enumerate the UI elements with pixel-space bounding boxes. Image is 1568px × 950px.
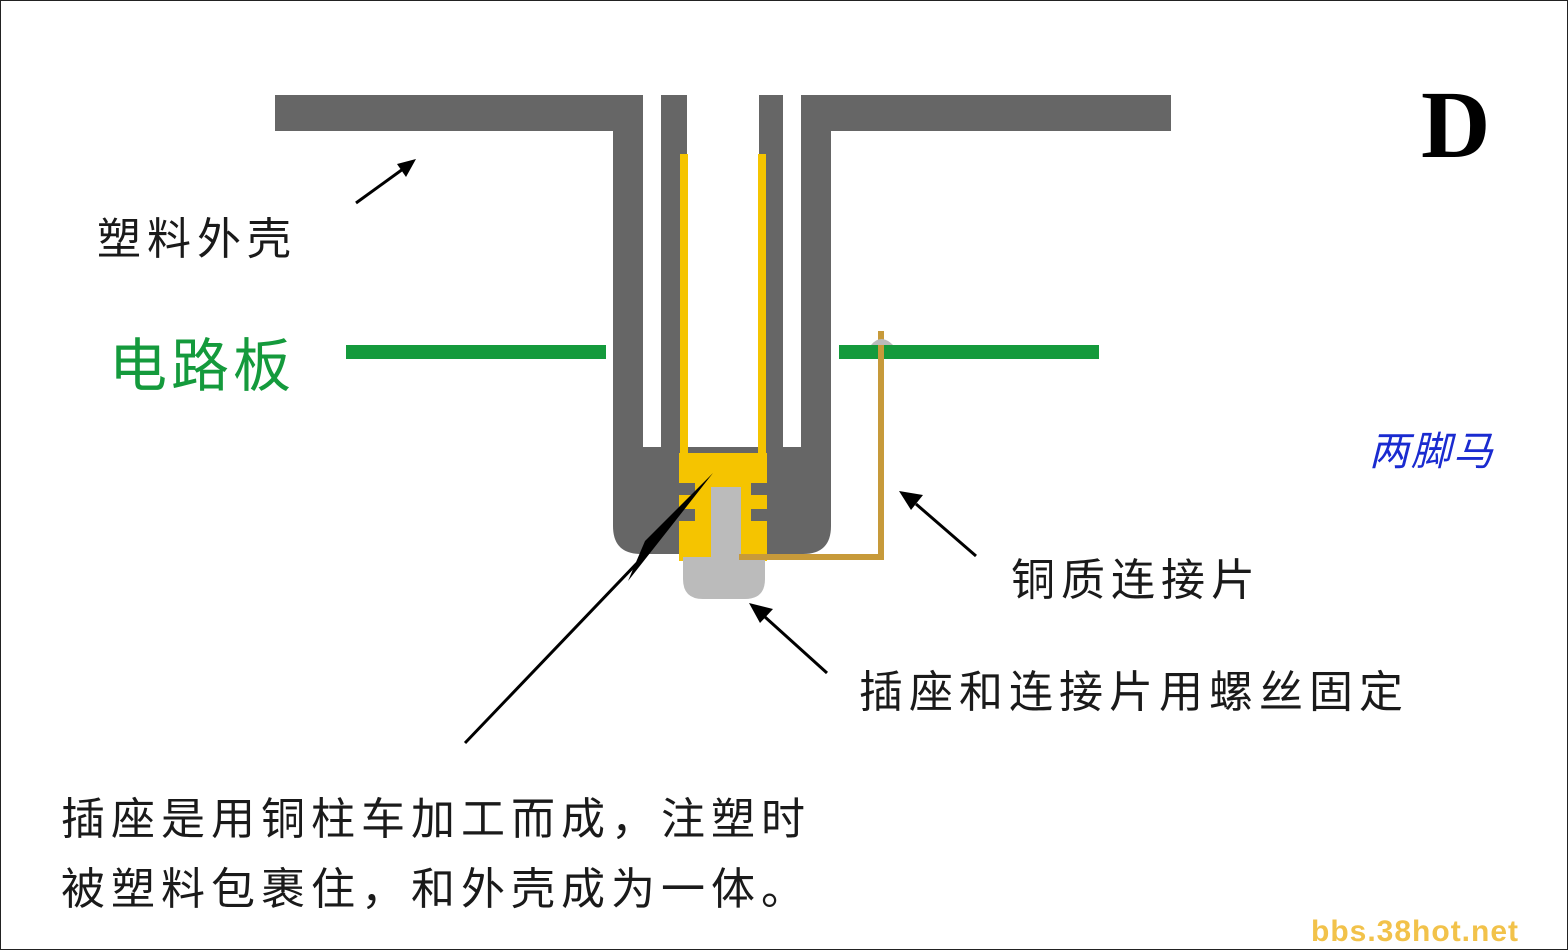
panel-letter: D: [1421, 71, 1491, 178]
arrow-copper-strip: [899, 491, 977, 558]
author-signature: 两脚马: [1369, 429, 1495, 475]
label-circuit-board: 电路板: [109, 332, 296, 400]
label-screw-fix: 插座和连接片用螺丝固定: [859, 667, 1409, 718]
socket-wall-right: [758, 154, 766, 454]
pcb-left: [346, 345, 606, 359]
label-plastic-housing: 塑料外壳: [97, 214, 297, 265]
screw: [683, 487, 765, 599]
arrow-screw: [749, 603, 829, 675]
note-line-2: 被塑料包裹住，和外壳成为一体。: [61, 864, 811, 915]
label-copper-strip: 铜质连接片: [1011, 555, 1261, 606]
arrow-housing: [355, 159, 416, 205]
copper-strip: [739, 331, 884, 560]
pcb-right: [839, 345, 1099, 359]
note-line-1: 插座是用铜柱车加工而成，注塑时: [61, 794, 811, 845]
watermark: bbs.38hot.net: [1311, 915, 1520, 948]
solder-joint: [871, 339, 893, 345]
arrow-socket: [463, 473, 713, 745]
socket-wall-left: [680, 154, 688, 454]
